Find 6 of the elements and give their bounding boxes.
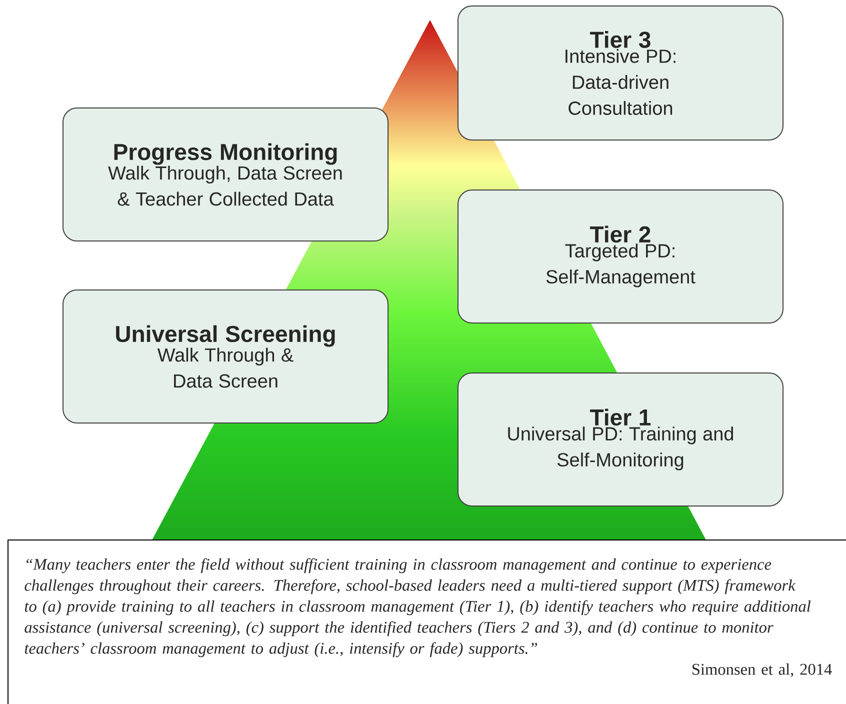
tier-box: Tier 1 Universal PD: Training and Self-Monitoring xyxy=(458,372,784,506)
quote-box: “Many teachers enter the field without sufficient training in classroom management and continue to experience challenges throughout their careers. Therefore, school-based leaders need a multi-tiered support (MTS) framework to (a) provide training to all teachers in classroom management (Tier 1), (b) identify teachers who require additional assistance (universal screening), (c) support the identified teachers (Tiers 2 and 3), and (d) continue to monitor teachers’ classroom management to adjust (i.e., intensify or fade) supports.” Simonsen et al, 2014 xyxy=(8,540,846,704)
tier-box: Tier 2 Targeted PD: Self-Management xyxy=(458,190,784,324)
tier-box: Tier 3 Intensive PD: Data-driven Consultation xyxy=(458,6,784,140)
tier-box: Progress Monitoring Walk Through, Data Screen & Teacher Collected Data xyxy=(62,108,388,242)
tier-box: Universal Screening Walk Through & Data Screen xyxy=(62,290,388,424)
